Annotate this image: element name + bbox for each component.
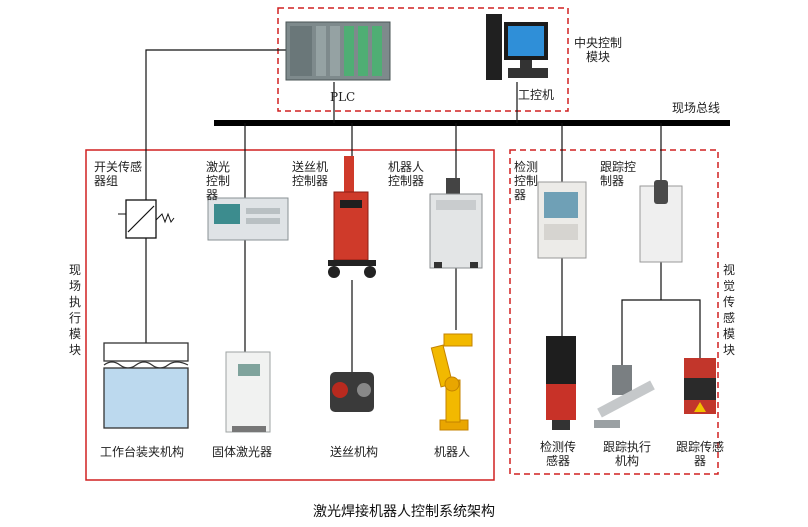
- switch-sensor-icon: [118, 199, 175, 239]
- switch-sensor-label: 开关传感器组: [94, 160, 143, 188]
- industrial-pc: [486, 14, 548, 80]
- tracking-actuator-device: [594, 365, 655, 428]
- robot-controller-device: [429, 178, 483, 269]
- fixture-device: [103, 342, 189, 429]
- laser-controller-device: [207, 197, 289, 241]
- detection-sensor-device: [546, 336, 576, 430]
- detection-controller-device: [537, 181, 587, 259]
- vision-sensing-module-box: [509, 149, 719, 475]
- wire-feeder-controller-label: 送丝机控制器: [292, 160, 329, 188]
- vision-module-side-label: 视觉传感模块: [722, 263, 735, 357]
- fixture-label: 工作台装夹机构: [100, 445, 185, 459]
- tracking-controller-device: [639, 180, 683, 263]
- wire-feeder-device: [330, 372, 374, 412]
- robot-controller-label: 机器人控制器: [388, 160, 425, 188]
- tracking-controller-label: 跟踪控制器: [600, 160, 637, 188]
- wire-feeder-controller-device: [328, 156, 376, 278]
- wire-feeder-label: 送丝机构: [330, 445, 379, 459]
- tracking-actuator-label: 跟踪执行机构: [602, 440, 651, 468]
- detection-controller-label: 检测控制器: [514, 160, 539, 202]
- field-execution-module-box: [85, 149, 495, 481]
- tracking-sensor-label: 跟踪传感器: [676, 440, 725, 468]
- solid-laser-label: 固体激光器: [212, 445, 273, 459]
- plc-label: PLC: [330, 90, 356, 104]
- tracking-sensor-device: [684, 358, 716, 414]
- connection-lines: [145, 49, 701, 372]
- robot-label: 机器人: [434, 445, 471, 459]
- laser-controller-label: 激光控制器: [206, 160, 231, 202]
- field-module-side-label: 现场执行模块: [68, 263, 81, 357]
- solid-laser-device: [225, 351, 271, 433]
- diagram-caption: 激光焊接机器人控制系统架构: [313, 504, 495, 520]
- robot-arm-device: [430, 333, 473, 431]
- field-bus-label: 现场总线: [672, 101, 721, 115]
- plc-unit: [285, 21, 391, 81]
- detection-sensor-label: 检测传感器: [540, 440, 577, 468]
- central-control-module-box: [277, 7, 569, 112]
- ipc-label: 工控机: [518, 88, 555, 102]
- central-module-label: 中央控制模块: [574, 36, 623, 64]
